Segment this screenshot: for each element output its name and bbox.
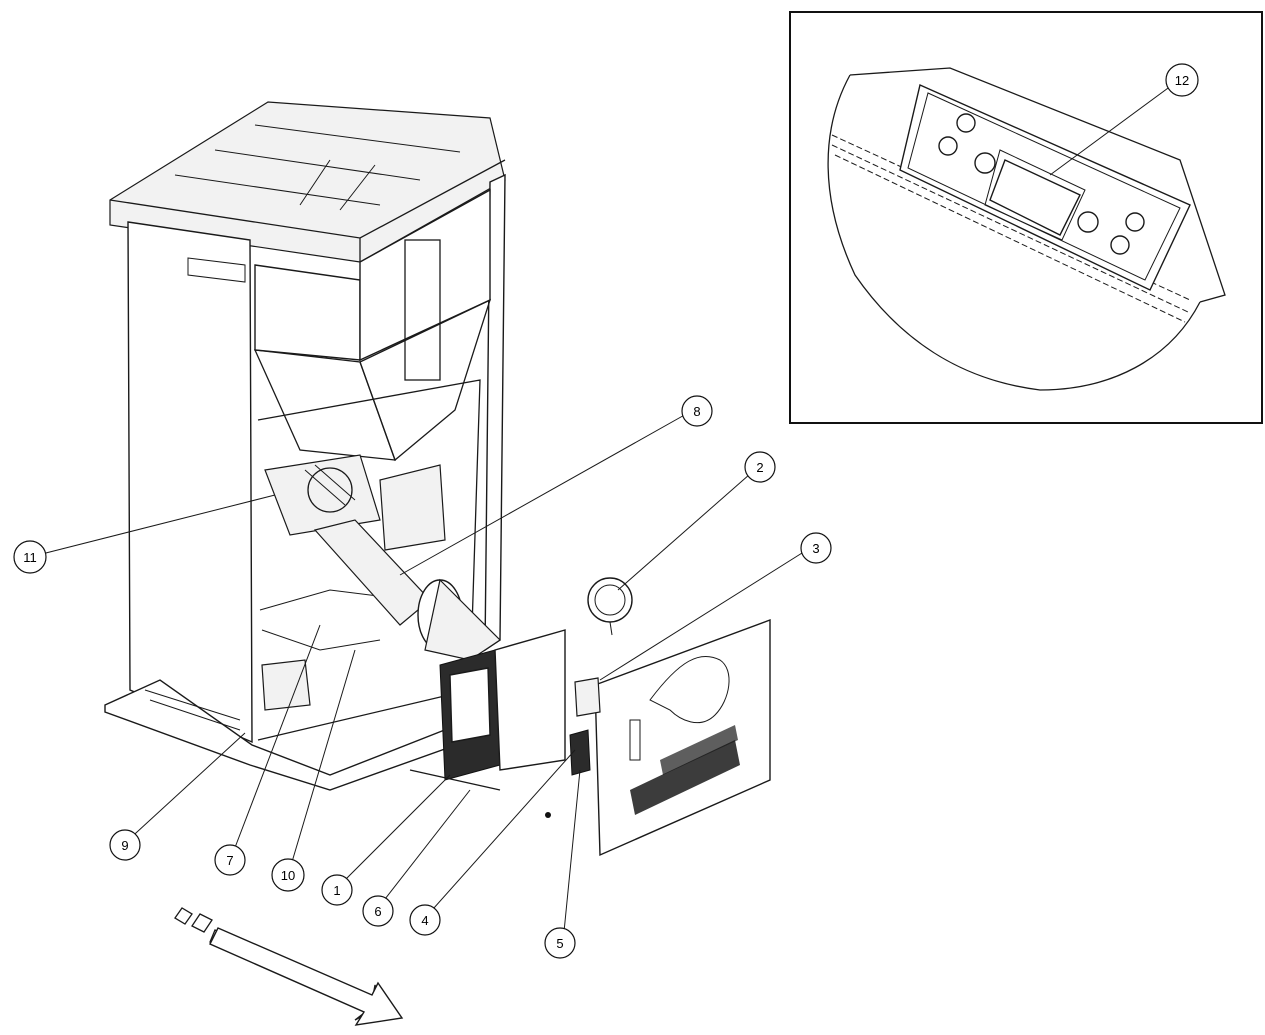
direction-arrow-icon xyxy=(174,907,404,1026)
callout-7: 7 xyxy=(214,844,246,876)
up-button-icon xyxy=(1125,212,1145,232)
callout-9: 9 xyxy=(109,829,141,861)
svg-text:4: 4 xyxy=(421,913,428,928)
svg-text:3: 3 xyxy=(812,541,819,556)
svg-text:10: 10 xyxy=(281,868,295,883)
callout-11: 11 xyxy=(13,540,47,574)
svg-text:9: 9 xyxy=(121,838,128,853)
callout-3: 3 xyxy=(800,532,832,564)
svg-text:1: 1 xyxy=(333,883,340,898)
down-button-icon xyxy=(1110,235,1130,255)
svg-text:7: 7 xyxy=(226,853,233,868)
svg-text:12: 12 xyxy=(1175,73,1189,88)
callout-1: 1 xyxy=(321,874,353,906)
menu-button-icon xyxy=(974,152,996,174)
callout-6: 6 xyxy=(362,895,394,927)
side-access-panel xyxy=(545,577,771,857)
svg-text:2: 2 xyxy=(756,460,763,475)
up-button-icon xyxy=(956,113,976,133)
callout-5: 5 xyxy=(544,927,576,959)
stove-body xyxy=(104,101,566,791)
down-button-icon xyxy=(938,136,958,156)
control-panel-detail-inset xyxy=(789,11,1263,424)
callout-2: 2 xyxy=(744,451,776,483)
callout-4: 4 xyxy=(409,904,441,936)
svg-text:8: 8 xyxy=(693,404,700,419)
power-button-icon xyxy=(1077,211,1099,233)
control-panel xyxy=(899,84,1191,291)
callout-12: 12 xyxy=(1165,63,1199,97)
vent-grille xyxy=(630,725,740,815)
svg-text:5: 5 xyxy=(556,936,563,951)
callout-8: 8 xyxy=(681,395,713,427)
leader-lines xyxy=(29,79,1180,943)
callout-10: 10 xyxy=(271,858,305,892)
svg-text:11: 11 xyxy=(23,550,37,565)
svg-text:6: 6 xyxy=(374,904,381,919)
